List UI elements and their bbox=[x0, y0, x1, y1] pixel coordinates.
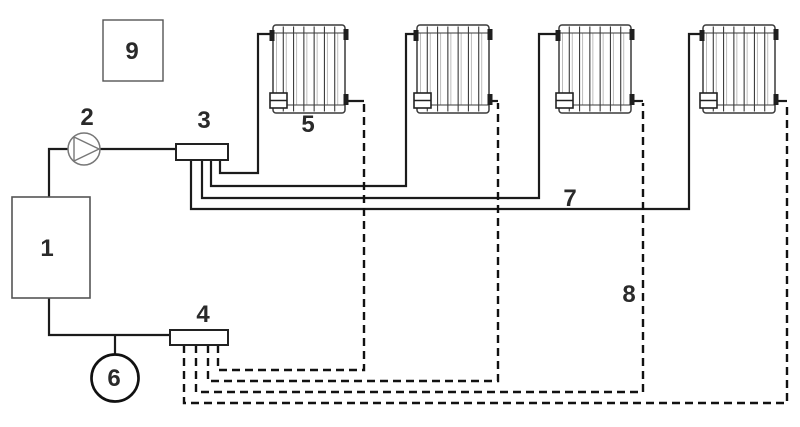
return-line-label: 8 bbox=[622, 281, 635, 308]
gauge-label: 6 bbox=[107, 365, 120, 392]
labels-group: 1 2 3 4 5 6 7 8 9 bbox=[40, 38, 635, 392]
radiator-valve-icon bbox=[269, 92, 288, 109]
radiator-inlet-cap bbox=[269, 30, 275, 41]
radiator-icon bbox=[555, 24, 635, 114]
radiator-top-right-cap bbox=[773, 29, 779, 40]
radiators-group bbox=[269, 24, 779, 114]
supply-pipe-radiator-2 bbox=[209, 32, 418, 188]
radiator-icon bbox=[413, 24, 493, 114]
radiator-outlet-cap bbox=[773, 94, 779, 105]
radiator-label: 5 bbox=[301, 111, 314, 138]
radiator-inlet-cap bbox=[699, 30, 705, 41]
radiator-outlet-cap bbox=[629, 94, 635, 105]
radiator-outlet-cap bbox=[487, 94, 493, 105]
radiator-outlet-cap bbox=[343, 94, 349, 105]
boiler bbox=[11, 196, 91, 299]
return-pipe-radiator-2 bbox=[206, 103, 500, 383]
return-pipe-radiator-1 bbox=[216, 103, 366, 372]
radiator-top-right-cap bbox=[487, 29, 493, 40]
supply-line-label: 7 bbox=[563, 185, 576, 212]
radiator-inlet-cap bbox=[413, 30, 419, 41]
gauge-icon bbox=[90, 353, 140, 403]
pump-icon bbox=[67, 132, 101, 166]
radiator-valve-icon bbox=[413, 92, 432, 109]
return-pipes-group bbox=[182, 103, 789, 405]
return-pipe-radiator-4 bbox=[182, 103, 789, 405]
return-pipe-radiator-3 bbox=[194, 103, 645, 394]
radiator-valve-icon bbox=[699, 92, 718, 109]
radiator-valve-icon bbox=[555, 92, 574, 109]
supply-pipe-radiator-3 bbox=[200, 32, 560, 200]
control-box bbox=[102, 19, 164, 82]
control-box-label: 9 bbox=[125, 38, 138, 65]
pipe-boiler-to-return-manifold bbox=[47, 298, 170, 337]
radiator-inlet-cap bbox=[555, 30, 561, 41]
supply-manifold-label: 3 bbox=[197, 107, 210, 134]
supply-manifold bbox=[175, 143, 229, 161]
radiator-top-right-cap bbox=[343, 29, 349, 40]
supply-pipe-radiator-1 bbox=[218, 32, 274, 175]
boiler-label: 1 bbox=[40, 235, 53, 262]
radiator-icon bbox=[699, 24, 779, 114]
supply-pipe-radiator-4 bbox=[189, 32, 704, 211]
radiator-top-right-cap bbox=[629, 29, 635, 40]
radiator-icon bbox=[269, 24, 349, 114]
pump-label: 2 bbox=[80, 104, 93, 131]
return-manifold-label: 4 bbox=[196, 301, 210, 328]
return-manifold bbox=[169, 329, 229, 346]
pipe-boiler-to-pump bbox=[47, 147, 68, 197]
